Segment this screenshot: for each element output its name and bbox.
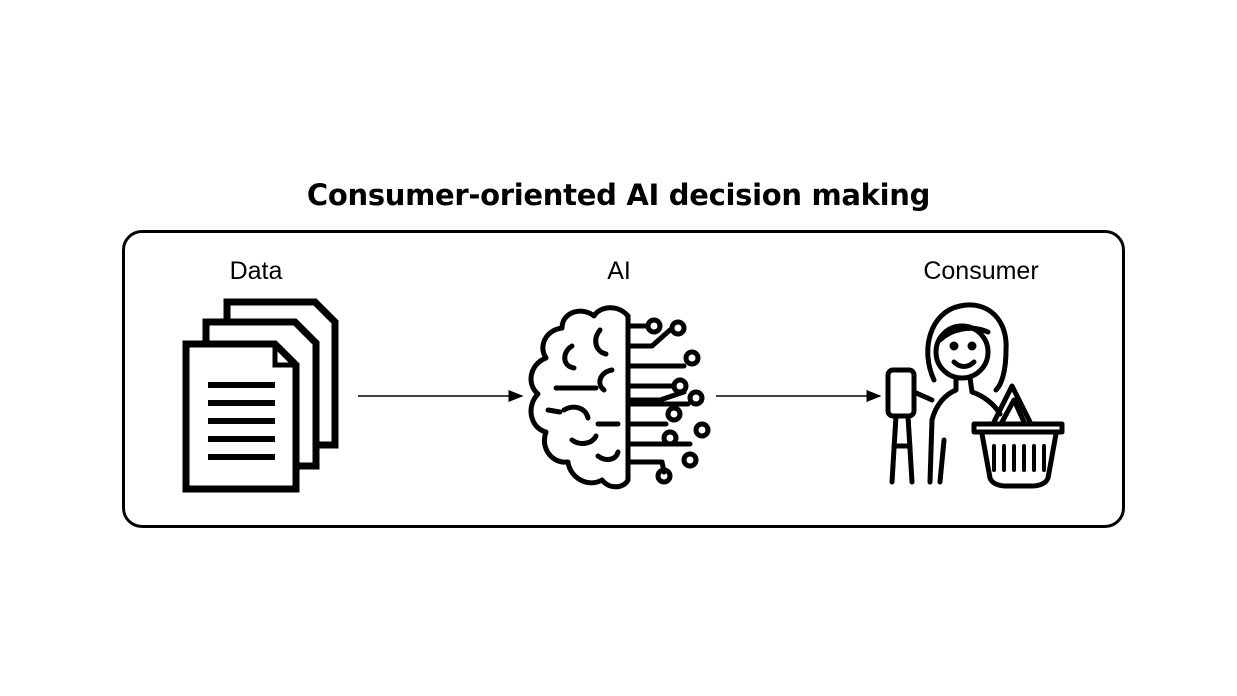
documents-icon [182, 298, 339, 493]
shopper-with-basket-icon [885, 302, 1065, 489]
diagram-title: Consumer-oriented AI decision making [306, 178, 931, 212]
node-label-data: Data [229, 257, 283, 285]
node-label-ai: AI [607, 257, 631, 285]
node-label-consumer: Consumer [923, 257, 1039, 285]
circuit-brain-icon [528, 305, 711, 490]
diagram-frame [122, 230, 1125, 528]
